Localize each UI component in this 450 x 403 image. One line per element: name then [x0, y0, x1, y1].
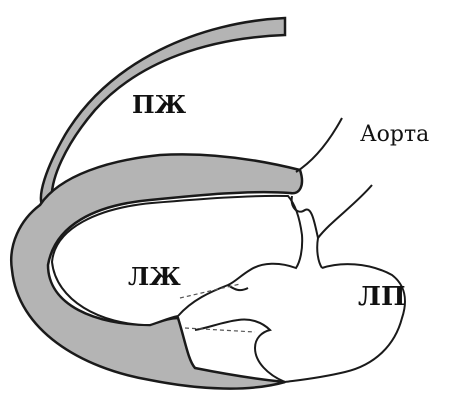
label-left-atrium: ЛП — [358, 282, 406, 312]
label-left-ventricle: ЛЖ — [128, 262, 181, 291]
label-right-ventricle: ПЖ — [132, 90, 186, 119]
label-aorta: Аорта — [360, 122, 429, 147]
